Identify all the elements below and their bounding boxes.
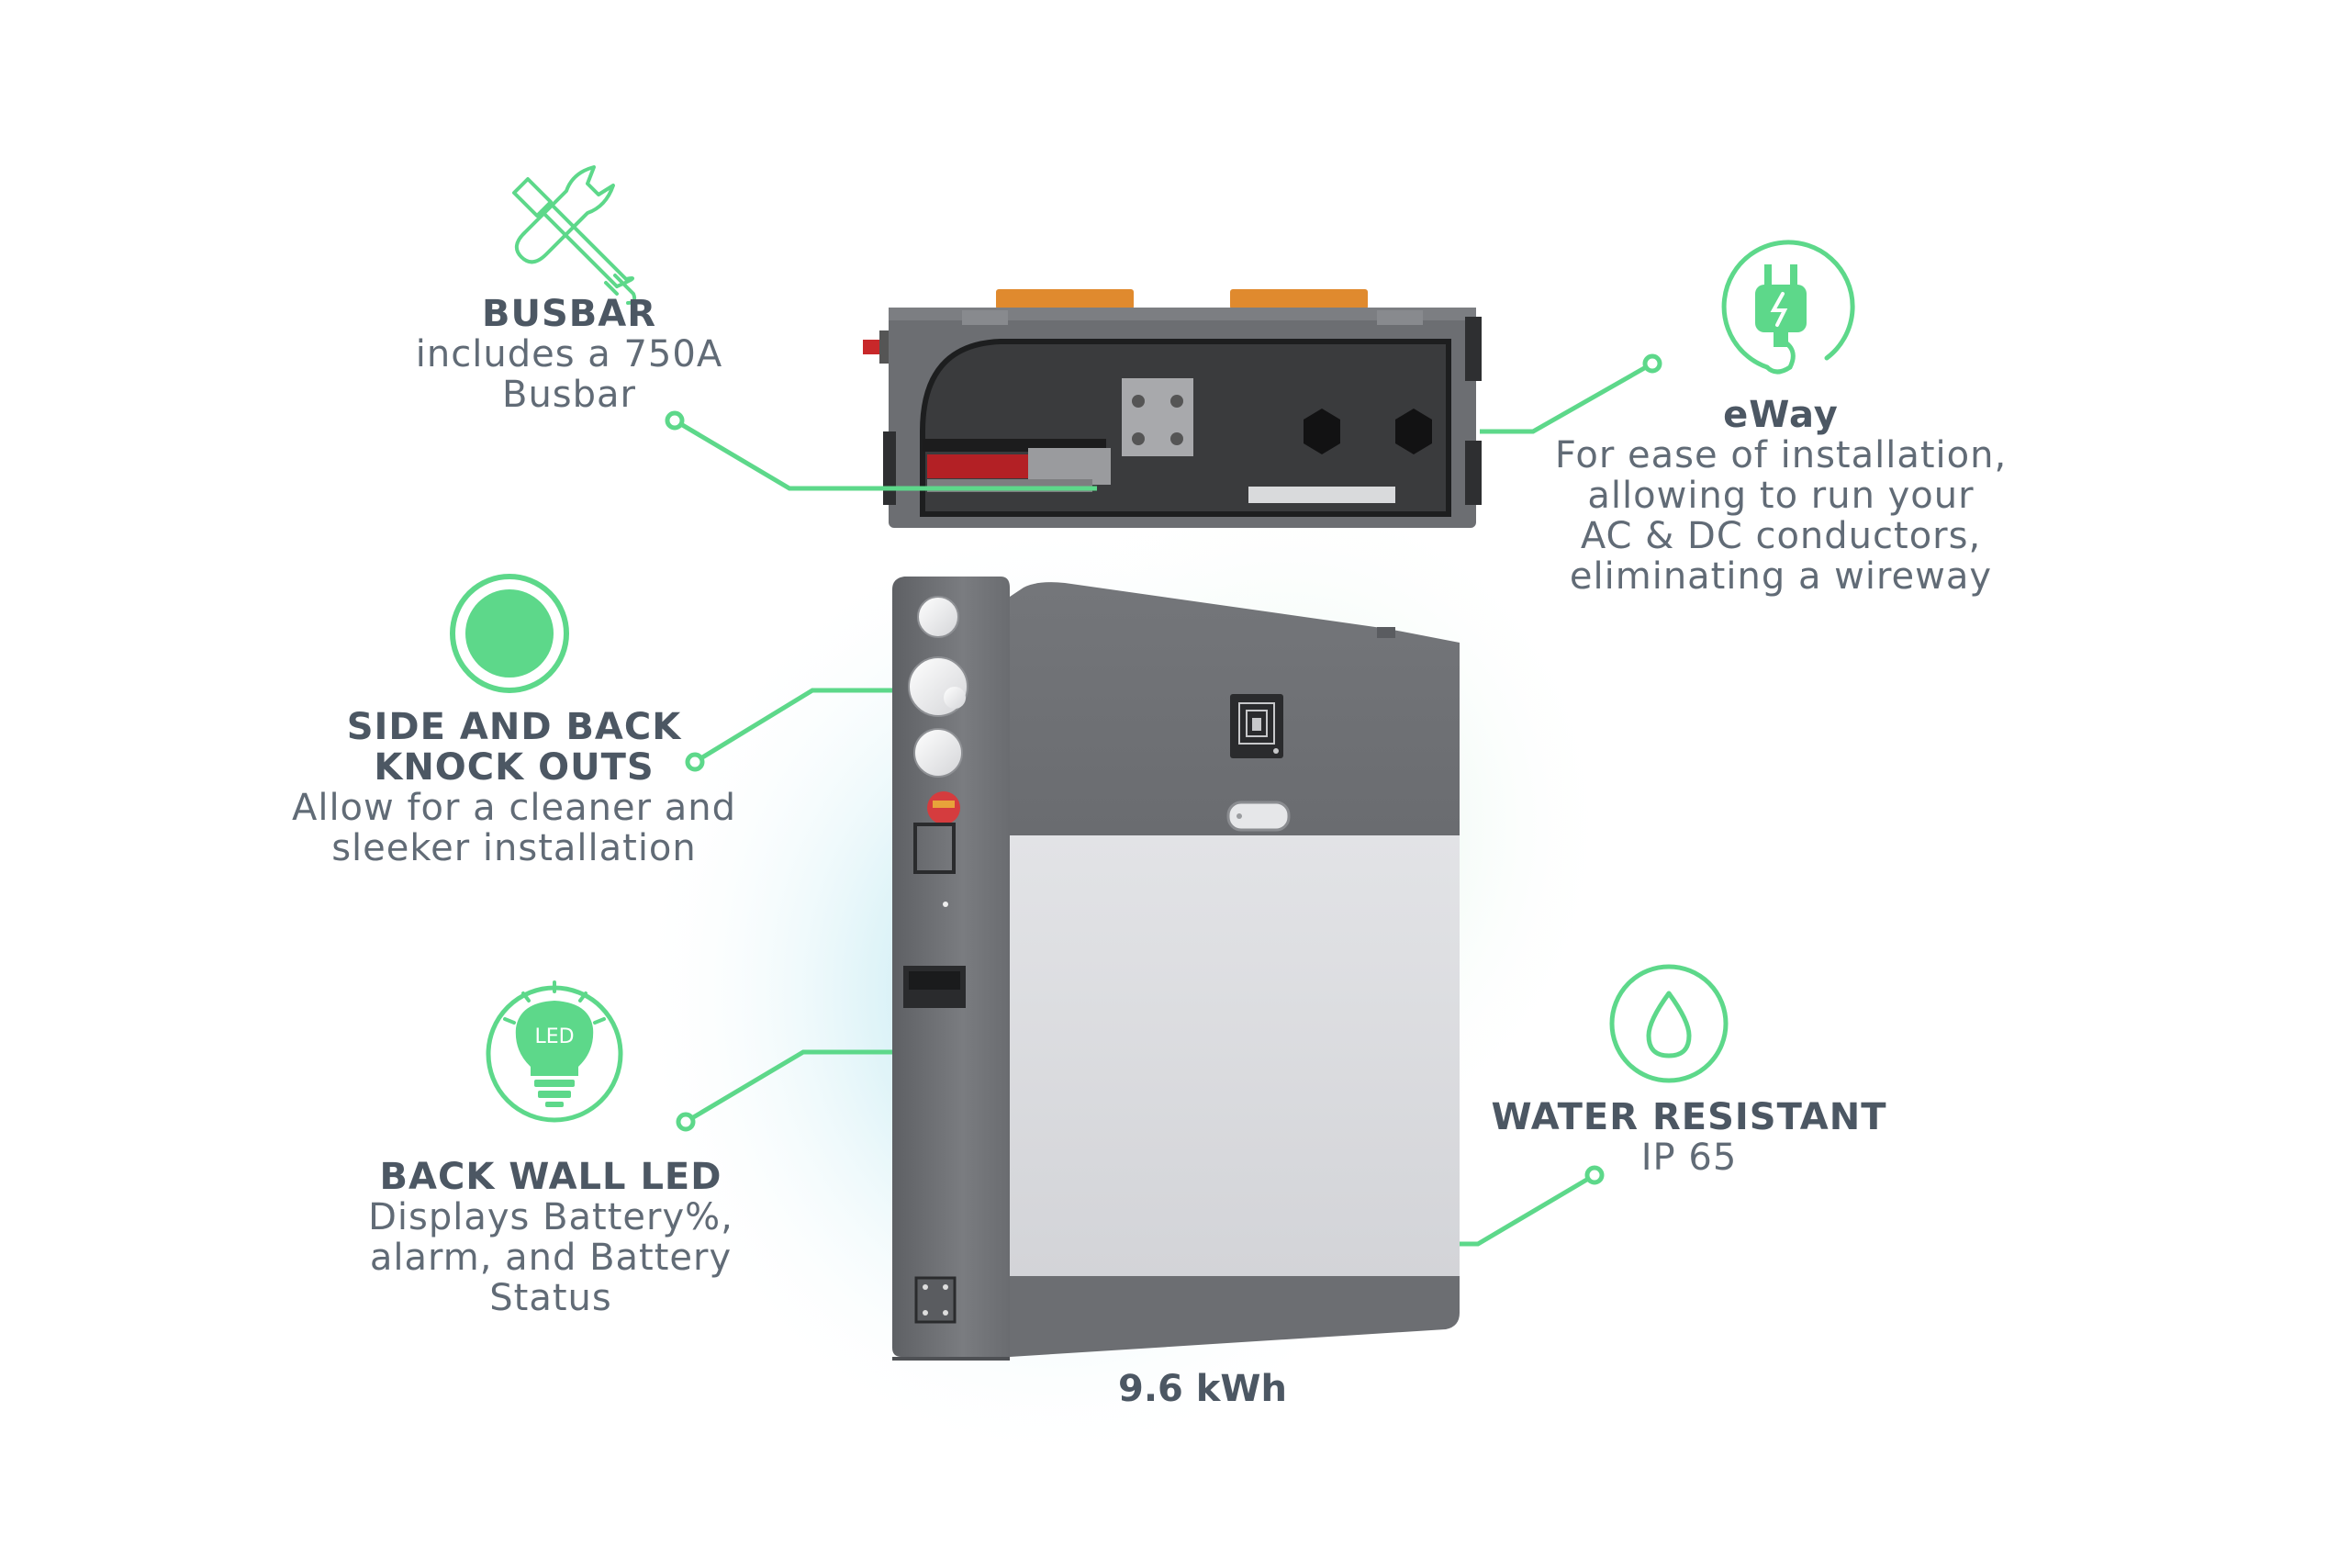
battery-front-panel bbox=[1010, 835, 1460, 1276]
orange-tab-right bbox=[1230, 289, 1368, 309]
side-knockout-3 bbox=[944, 687, 966, 709]
knockouts-connector bbox=[693, 688, 892, 765]
knockouts-desc-line1: Allow for a cleaner and bbox=[291, 787, 737, 829]
led-callout: BACK WALL LED Displays Battery%, alarm, … bbox=[312, 1157, 789, 1318]
tools-icon bbox=[512, 165, 637, 305]
water-desc: IP 65 bbox=[1640, 1137, 1738, 1179]
eway-callout: eWay For ease of installation, allowing … bbox=[1496, 395, 2065, 597]
side-plate bbox=[913, 823, 956, 874]
side-knockout-4 bbox=[913, 728, 963, 778]
water-connector bbox=[1460, 1172, 1596, 1247]
knockouts-title-line2: KNOCK OUTS bbox=[374, 746, 655, 789]
hex-knockout-1 bbox=[1304, 409, 1340, 454]
side-knockout-1 bbox=[917, 596, 959, 638]
connector-dots bbox=[665, 353, 1662, 1185]
bottom-bracket bbox=[914, 1276, 957, 1324]
battery-bottom-band bbox=[1010, 1276, 1460, 1357]
terminal-block bbox=[1122, 378, 1193, 456]
busbar-callout: BUSBAR includes a 750A Busbar bbox=[330, 294, 808, 415]
callout-connectors bbox=[673, 361, 1654, 1247]
knockouts-title-line1: SIDE AND BACK bbox=[346, 706, 682, 748]
led-desc-line1: Displays Battery%, bbox=[368, 1196, 733, 1238]
led-desc-line2: alarm, and Battery bbox=[369, 1237, 733, 1279]
busbar-title: BUSBAR bbox=[481, 293, 657, 335]
led-icon-text: LED bbox=[534, 1025, 574, 1048]
led-connector bbox=[684, 1049, 892, 1125]
eway-desc-line2: allowing to run your bbox=[1587, 475, 1975, 517]
led-title: BACK WALL LED bbox=[379, 1156, 722, 1198]
busbar-desc-line1: includes a 750A bbox=[415, 333, 723, 375]
busbar-connector bbox=[673, 418, 1097, 491]
water-drop-icon bbox=[1609, 964, 1729, 1083]
battery-unit bbox=[892, 577, 1460, 1361]
red-clip bbox=[863, 340, 881, 354]
eway-desc-line1: For ease of installation, bbox=[1554, 434, 2008, 476]
water-title: WATER RESISTANT bbox=[1491, 1096, 1887, 1138]
orange-tab-left bbox=[996, 289, 1134, 309]
eway-connector bbox=[1480, 361, 1654, 434]
water-callout: WATER RESISTANT IP 65 bbox=[1432, 1097, 1946, 1178]
eway-desc-line4: eliminating a wireway bbox=[1569, 555, 1993, 598]
knockouts-callout: SIDE AND BACK KNOCK OUTS Allow for a cle… bbox=[257, 707, 771, 868]
led-bulb-icon: LED bbox=[486, 980, 623, 1123]
status-indicator bbox=[1226, 801, 1291, 832]
knockouts-desc-line2: sleeker installation bbox=[331, 827, 697, 869]
busbar-compartment-view bbox=[863, 289, 1482, 528]
circle-icon bbox=[450, 574, 569, 693]
busbar-desc-line2: Busbar bbox=[502, 374, 636, 416]
eway-title: eWay bbox=[1723, 394, 1839, 436]
led-desc-line3: Status bbox=[489, 1277, 612, 1319]
eway-desc-line3: AC & DC conductors, bbox=[1580, 515, 1982, 557]
plug-icon bbox=[1721, 240, 1855, 375]
hex-knockout-2 bbox=[1395, 409, 1432, 454]
capacity-label: 9.6 kWh bbox=[1118, 1368, 1287, 1410]
